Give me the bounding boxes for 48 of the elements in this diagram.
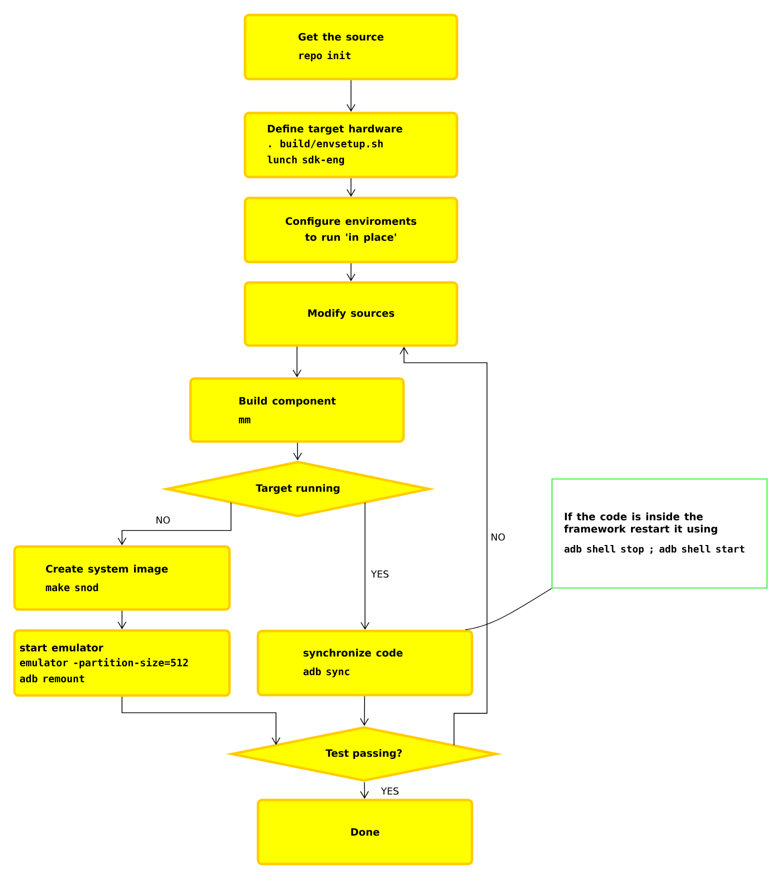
arrow: [346, 178, 356, 197]
process-box: [256, 630, 474, 696]
command-text: adb shell stop ; adb shell start: [564, 544, 744, 555]
arrow: [346, 262, 356, 282]
arrow: [360, 502, 370, 630]
arrow: [118, 502, 232, 546]
process-box: [244, 196, 458, 264]
step-title: Create system image: [46, 564, 168, 575]
step-title: Test passing?: [326, 749, 402, 759]
arrow: [346, 80, 356, 112]
process-box: [13, 545, 231, 611]
leader-line: [464, 588, 552, 630]
step-title: Modify sources: [308, 309, 394, 319]
arrow: [400, 346, 488, 746]
process-box: [189, 377, 405, 443]
process-box: [244, 14, 458, 80]
arrow: [360, 782, 369, 799]
process-box: [244, 281, 458, 347]
note-box: [552, 478, 768, 588]
process-box: [244, 112, 458, 178]
command-text: make snod: [46, 583, 98, 592]
command-text: emulator -partition-size=512: [20, 658, 188, 668]
edge-label: YES: [370, 570, 388, 578]
arrow: [122, 696, 280, 745]
command-text: repo init: [299, 50, 350, 62]
arrow: [118, 610, 126, 630]
command-text: mm: [238, 418, 250, 424]
process-box: [13, 629, 231, 697]
command-text: adb remount: [20, 674, 84, 682]
step-title: If the code is inside the framework restart it using: [564, 512, 718, 535]
step-title: Configure enviroments to run 'in place': [286, 217, 416, 243]
step-title: Done: [351, 828, 380, 836]
step-title: Get the source: [298, 32, 384, 41]
edge-label: YES: [380, 787, 398, 795]
step-title: Define target hardware: [268, 124, 402, 135]
step-title: start emulator: [20, 644, 104, 652]
arrow: [292, 346, 302, 378]
arrow: [360, 696, 369, 726]
step-title: Target running: [256, 484, 340, 494]
command-text: adb sync: [303, 667, 350, 678]
arrow: [293, 442, 302, 460]
edge-label: NO: [492, 533, 505, 541]
step-title: synchronize code: [304, 648, 403, 659]
command-text: . build/envsetup.sh: [269, 139, 383, 150]
edge-label: NO: [156, 516, 170, 524]
step-title: Build component: [239, 396, 336, 407]
process-box: [256, 798, 474, 866]
command-text: lunch sdk-eng: [267, 156, 344, 166]
